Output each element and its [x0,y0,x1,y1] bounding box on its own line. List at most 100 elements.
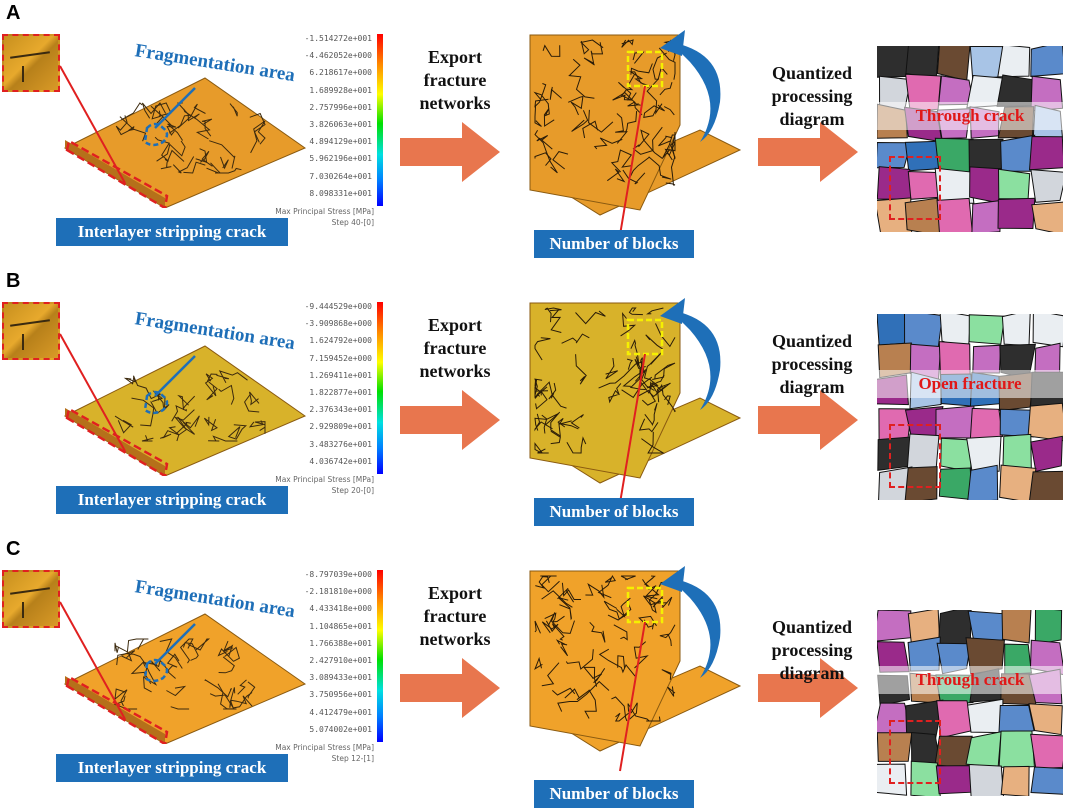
crack-line [644,575,656,586]
crack-line [663,106,675,116]
crack-line [534,337,551,361]
crack-line [661,669,672,680]
crack-line [550,430,561,445]
crack-line [652,362,676,380]
number-of-blocks-label: Number of blocks [534,498,694,526]
block-cell [998,705,1035,735]
colorbar-step: Step 40-[0] [331,218,374,227]
crack-line [220,156,229,170]
crack-line [614,711,631,722]
crack-line [593,137,623,150]
crack-line [568,95,584,116]
colorbar-tick-label: 7.159452e+000 [309,353,372,363]
block-cell [935,405,975,439]
crack-line [549,86,562,100]
crack-line [120,102,143,121]
crack-line [638,418,659,433]
block-cell [1030,766,1063,795]
crack-line [204,679,232,698]
crack-line [557,587,575,603]
quantize-arrow [758,122,858,182]
crack-line [534,620,541,634]
quant-text-line: Quantized [771,331,852,351]
crack-line [575,310,606,325]
export-text-line: networks [419,93,491,113]
block-cell [1000,765,1030,796]
block-cell [968,763,1004,796]
block-cell [1030,435,1063,472]
crack-line [114,688,128,707]
crack-line [249,112,266,143]
quantize-arrow [758,658,858,718]
blocks-pointer [619,85,646,236]
colorbar-tick-label: 3.750956e+001 [309,690,372,700]
crack-line [626,358,633,370]
quant-highlight [889,720,941,784]
crack-line [128,125,147,142]
block-cell [969,407,1004,442]
crack-line [542,44,561,57]
crack-group [115,102,266,174]
crack-line [248,420,264,428]
crack-line [613,624,628,641]
quant-text-line: Quantized [771,63,852,83]
colorbar-tick-label: 2.757996e+001 [309,102,372,112]
colorbar-tick-label: 2.427910e+001 [309,656,372,666]
zoom-pointer [59,65,126,184]
crack-line [605,357,618,380]
colorbar-tick-label: 1.624792e+000 [309,336,372,346]
colorbar [377,34,383,206]
export-text-line: networks [419,629,491,649]
crack-line [589,621,606,643]
colorbar-step: Step 20-[0] [331,486,374,495]
interlayer-dash [65,139,169,208]
colorbar-tick-label: 1.104865e+001 [309,621,372,631]
crack-line [662,134,676,160]
crack-line [254,421,266,434]
crack-line [598,361,643,389]
crack-line [209,692,253,709]
block-cell [940,437,972,473]
crack-line [621,39,634,48]
crack-line [179,638,194,664]
crack-group [114,370,266,442]
block-cell [878,466,913,500]
colorbar-caption: Max Principal Stress [MPa] [275,207,374,216]
quantize-arrow [758,390,858,450]
fold-arrow [670,310,721,410]
zoom-inset [2,570,60,628]
quantized-diagram: Through crack [877,610,1063,796]
crack-line [541,620,559,634]
interlayer-label: Interlayer stripping crack [56,754,288,782]
crack-line [534,413,553,432]
colorbar-tick-label: -2.181810e+000 [304,587,372,597]
crack-line [628,307,643,316]
crack-line [141,435,154,442]
interlayer-label: Interlayer stripping crack [56,218,288,246]
crack-line [598,648,636,677]
colorbar-tick-label: 3.483276e+001 [309,439,372,449]
crack-line [150,397,170,415]
block-cell [936,197,973,232]
crack-line [570,414,584,429]
crack-line [534,83,549,108]
crack-line [171,404,187,422]
crack-line [635,369,664,394]
colorbar-tick-label: 5.962196e+001 [309,154,372,164]
crack-line [555,639,569,657]
block-cell [967,610,1006,641]
crack-line [616,597,631,618]
crack-line [659,82,673,96]
block-cell [997,168,1031,200]
crack-line [610,149,633,173]
colorbar-tick-label: 4.894129e+001 [309,137,372,147]
block-cell [877,197,913,232]
quantized-diagram: Through crack [877,46,1063,232]
crack-line [564,688,591,701]
crack-line [627,101,643,116]
quant-text-line: diagram [779,109,845,129]
crack-line [544,307,562,323]
